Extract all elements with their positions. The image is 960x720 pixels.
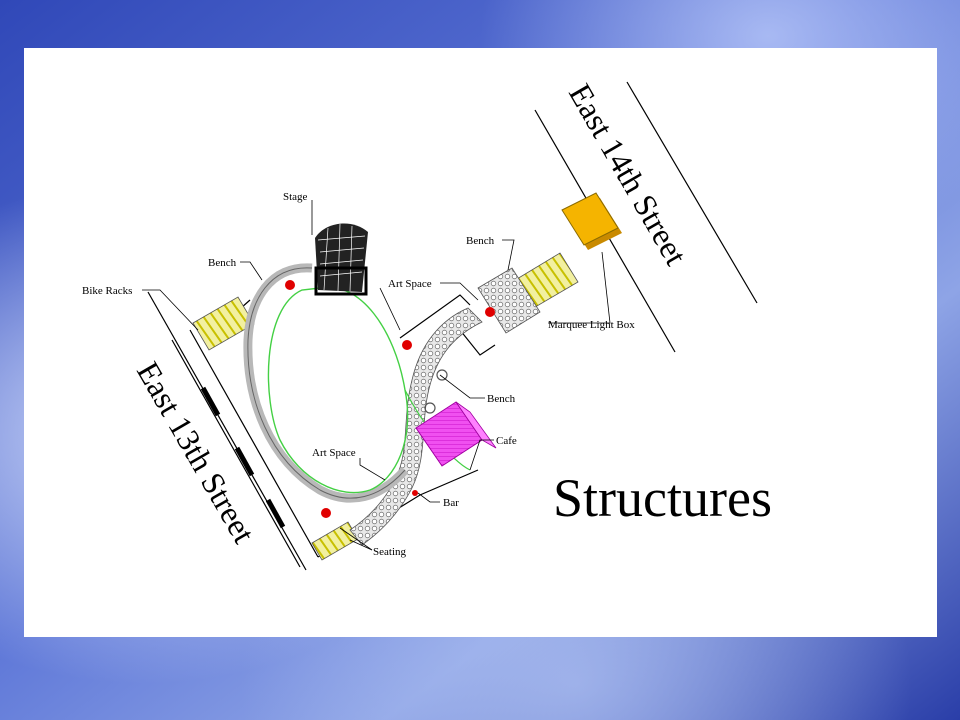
label-bench-mid: Bench: [487, 393, 516, 405]
label-bench-left: Bench: [208, 257, 237, 269]
slide-canvas: Stage Bench Bike Racks Art Space Bench M…: [24, 48, 937, 637]
stage: [314, 223, 368, 296]
leader-lines: [142, 200, 611, 551]
site-plan-diagram: Stage Bench Bike Racks Art Space Bench M…: [82, 78, 772, 571]
label-marquee: Marquee Light Box: [548, 319, 635, 331]
label-art-space-bottom: Art Space: [312, 447, 356, 459]
art-dot-top: [402, 340, 412, 350]
art-dot-right: [485, 307, 495, 317]
art-dot-bar: [412, 490, 418, 496]
small-benches: [424, 369, 448, 414]
label-art-space-top: Art Space: [388, 278, 432, 290]
label-bike-racks: Bike Racks: [82, 285, 132, 297]
green-loop-path: [267, 286, 409, 494]
label-bar: Bar: [443, 497, 459, 509]
marquee-light-box: [561, 192, 622, 250]
dotted-walkway: [349, 307, 483, 546]
label-bench-top-right: Bench: [466, 235, 495, 247]
label-cafe: Cafe: [496, 435, 517, 447]
cafe-building: [415, 401, 497, 467]
curved-bench: [243, 263, 409, 503]
bench-strip-top: [477, 267, 541, 334]
label-seating: Seating: [373, 546, 406, 558]
art-space-markers: [285, 280, 495, 518]
bike-racks: [200, 386, 286, 529]
plaza-outline: [189, 294, 496, 558]
art-dot-bottom: [321, 508, 331, 518]
label-stage: Stage: [283, 191, 308, 203]
art-dot-stage: [285, 280, 295, 290]
street-name-13th: East 13th Street: [130, 356, 263, 550]
slide-title: Structures: [553, 468, 772, 528]
